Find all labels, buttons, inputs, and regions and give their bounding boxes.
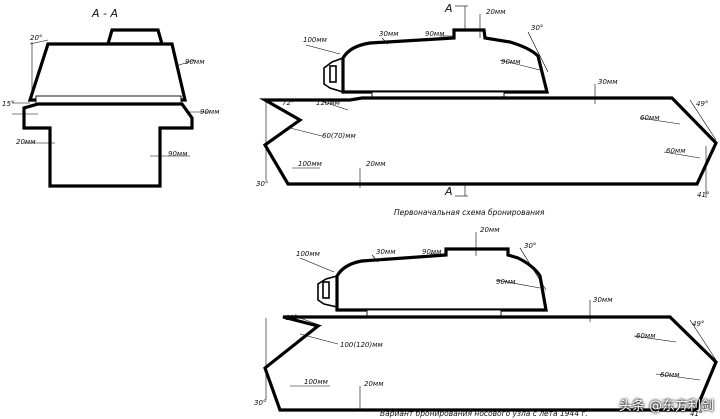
- dim-line: [663, 151, 701, 159]
- label-turret-rear: 90мм: [501, 58, 521, 66]
- label-rear-upper: 60мм: [636, 332, 656, 340]
- label-front-angle: 60°: [285, 314, 297, 322]
- label-mantlet: 100мм: [303, 36, 328, 44]
- label-engine-deck: 30мм: [598, 78, 618, 86]
- turret-outline: [335, 247, 548, 312]
- hull-outline: [258, 96, 718, 186]
- section-marker-bottom: А: [444, 185, 453, 198]
- dim-line: [289, 127, 323, 137]
- label-plate-20: 20мм: [16, 138, 36, 146]
- gun-barrel-stub: [322, 281, 330, 299]
- gun-barrel-stub: [329, 65, 337, 83]
- dim-line: [29, 39, 49, 45]
- label-upper-front-alt: 60(70)мм: [322, 132, 357, 140]
- label-cupola-top: 20мм: [486, 8, 506, 16]
- label-turret-rear: 90мм: [496, 278, 516, 286]
- label-turret-roof: 30мм: [376, 248, 396, 256]
- label-turret-roof: 30мм: [379, 30, 399, 38]
- label-rear-upper-angle: 49°: [696, 100, 708, 108]
- dim-line: [519, 247, 547, 291]
- dim-line: [689, 99, 717, 141]
- label-rear-upper-angle: 49°: [692, 320, 704, 328]
- dim-line: [299, 317, 323, 327]
- label-belly: 20мм: [366, 160, 386, 168]
- dim-line: [499, 59, 541, 71]
- variant-scheme: 100мм 30мм 90мм 20мм 30° 90мм 30мм 60° 1…: [254, 226, 718, 418]
- label-rear-lower: 60мм: [660, 371, 680, 379]
- label-hull-side: 90мм: [168, 150, 188, 158]
- caption-variant: Вариант бронирования носового узла с лет…: [380, 409, 588, 418]
- label-ring-angle: 15°: [2, 100, 14, 108]
- label-belly: 20мм: [364, 380, 384, 388]
- label-upper-front: 100(120)мм: [340, 341, 383, 349]
- label-rear-lower-angle: 41°: [697, 191, 709, 199]
- section-a-a: А - А 20° 90мм 15° 90мм 20мм 90мм: [2, 7, 220, 188]
- label-bottom-angle: 30°: [256, 180, 268, 188]
- label-roof-angle: 20°: [30, 34, 42, 42]
- label-ring-side: 90мм: [200, 108, 220, 116]
- label-lower-front: 100мм: [298, 160, 323, 168]
- label-rear-lower-angle: 41°: [690, 410, 702, 418]
- original-scheme: А А 100мм 30мм 90мм 20мм 30° 90мм 30мм 7…: [256, 2, 718, 217]
- caption-original: Первоначальная схема бронирования: [394, 208, 545, 217]
- section-title: А - А: [91, 7, 118, 20]
- label-turret-front: 90мм: [425, 30, 445, 38]
- label-rear-upper: 60мм: [640, 114, 660, 122]
- dim-line: [175, 59, 196, 67]
- label-rear-angle: 30°: [531, 24, 543, 32]
- dim-line: [299, 333, 339, 345]
- label-engine-deck: 30мм: [593, 296, 613, 304]
- label-bottom-angle: 30°: [254, 399, 266, 407]
- label-front-angle: 72°: [282, 99, 294, 107]
- label-mantlet: 100мм: [296, 250, 321, 258]
- section-turret: [27, 42, 188, 102]
- dim-line: [639, 117, 681, 125]
- hull-outline: [263, 315, 718, 412]
- turret-outline: [341, 28, 550, 94]
- dim-line: [495, 279, 541, 289]
- label-rear-lower: 60мм: [666, 147, 686, 155]
- label-upper-front: 120мм: [316, 99, 341, 107]
- label-turret-side: 90мм: [185, 58, 205, 66]
- watermark: 头条 @东方利剑: [618, 399, 714, 414]
- dim-line: [371, 254, 379, 263]
- dim-line: [689, 319, 717, 361]
- label-cupola-top: 20мм: [480, 226, 500, 234]
- section-hull: [22, 102, 194, 188]
- dim-line: [381, 37, 389, 45]
- section-marker-top: А: [444, 2, 453, 15]
- label-lower-front: 100мм: [304, 378, 329, 386]
- dim-line: [317, 99, 349, 111]
- label-rear-angle: 30°: [524, 242, 536, 250]
- dim-line: [655, 373, 701, 381]
- section-cupola: [105, 28, 165, 46]
- label-turret-front: 90мм: [422, 248, 442, 256]
- dim-line: [305, 44, 341, 55]
- dim-line: [527, 31, 549, 73]
- dim-line: [299, 257, 335, 273]
- dim-line: [633, 335, 677, 343]
